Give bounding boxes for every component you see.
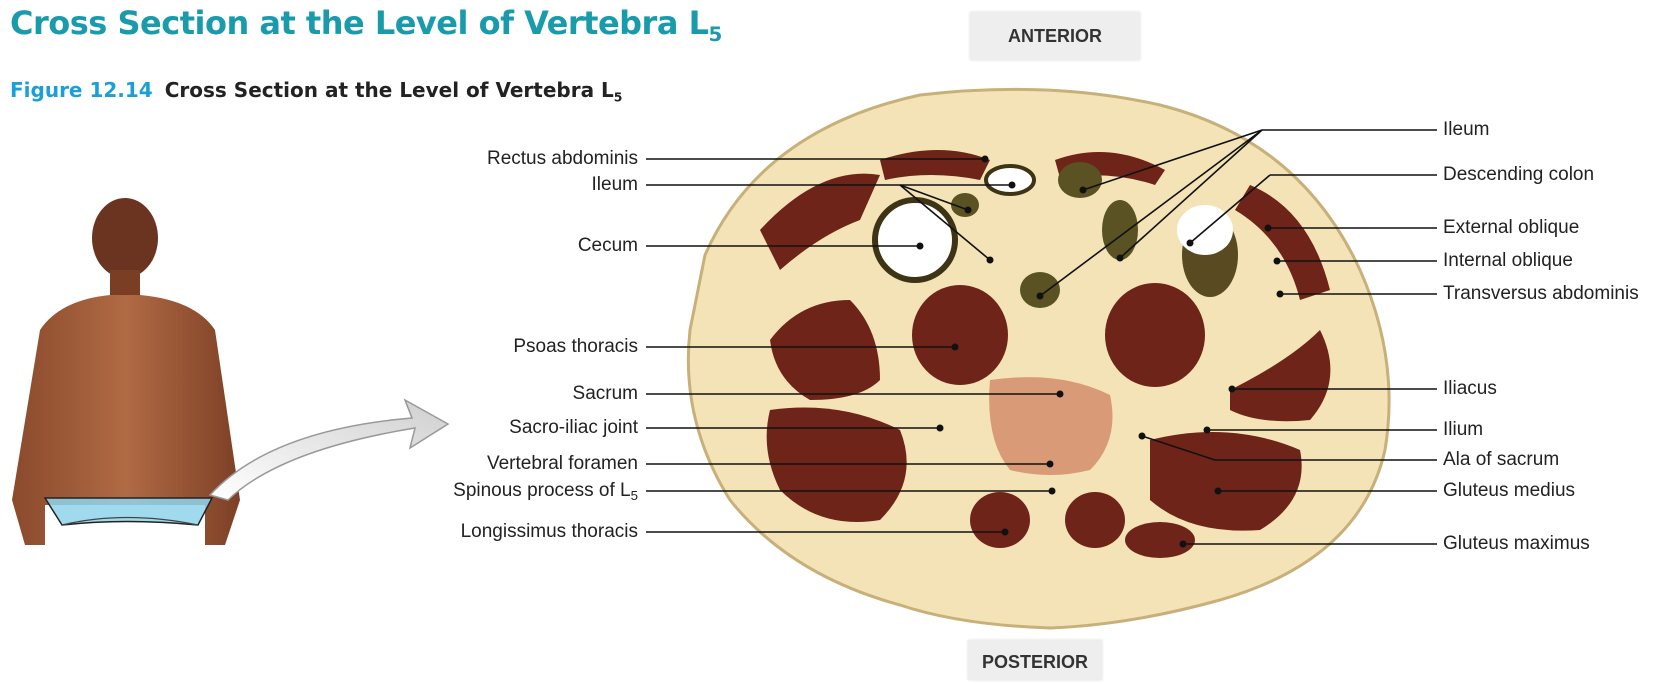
label-vertebral-foramen: Vertebral foramen — [487, 453, 638, 475]
label-sacro-iliac-joint: Sacro-iliac joint — [509, 417, 638, 439]
label-descending-colon: Descending colon — [1443, 164, 1594, 186]
label-psoas-thoracis: Psoas thoracis — [513, 336, 638, 358]
label-cecum: Cecum — [578, 235, 638, 257]
label-gluteus-maximus: Gluteus maximus — [1443, 533, 1590, 555]
label-ileum-left: Ileum — [592, 174, 638, 196]
figure-head — [92, 198, 158, 278]
label-ala-of-sacrum: Ala of sacrum — [1443, 449, 1559, 471]
label-ilium: Ilium — [1443, 419, 1483, 441]
label-gluteus-medius: Gluteus medius — [1443, 480, 1575, 502]
body-figure — [12, 198, 240, 545]
label-rectus-abdominis: Rectus abdominis — [487, 148, 638, 170]
label-ileum-right: Ileum — [1443, 119, 1489, 141]
psoas-right — [1105, 283, 1205, 387]
label-sacrum: Sacrum — [573, 383, 638, 405]
sacrum-shape — [989, 377, 1112, 475]
gluteus-maximus-right — [1125, 522, 1195, 558]
ileum-loop-1 — [1058, 162, 1102, 198]
label-spinous-sub: 5 — [631, 488, 638, 503]
cecum-shape — [875, 200, 955, 280]
longissimus-right — [1065, 492, 1125, 548]
ileum-loop-2 — [1020, 272, 1060, 308]
label-external-oblique: External oblique — [1443, 217, 1579, 239]
label-transversus-abdominis: Transversus abdominis — [1443, 283, 1639, 305]
label-spinous-process: Spinous process of L5 — [453, 480, 638, 507]
section-plane — [45, 498, 212, 525]
label-longissimus-thoracis: Longissimus thoracis — [461, 521, 638, 543]
label-iliacus: Iliacus — [1443, 378, 1497, 400]
psoas-left — [912, 285, 1008, 385]
pointer-arrow — [210, 400, 448, 500]
label-spinous-text: Spinous process of L — [453, 480, 630, 501]
label-internal-oblique: Internal oblique — [1443, 250, 1573, 272]
longissimus-left — [970, 492, 1030, 548]
cross-section — [688, 89, 1389, 628]
ileum-shape-left — [986, 166, 1034, 194]
ileum-loop-3 — [1102, 200, 1138, 260]
